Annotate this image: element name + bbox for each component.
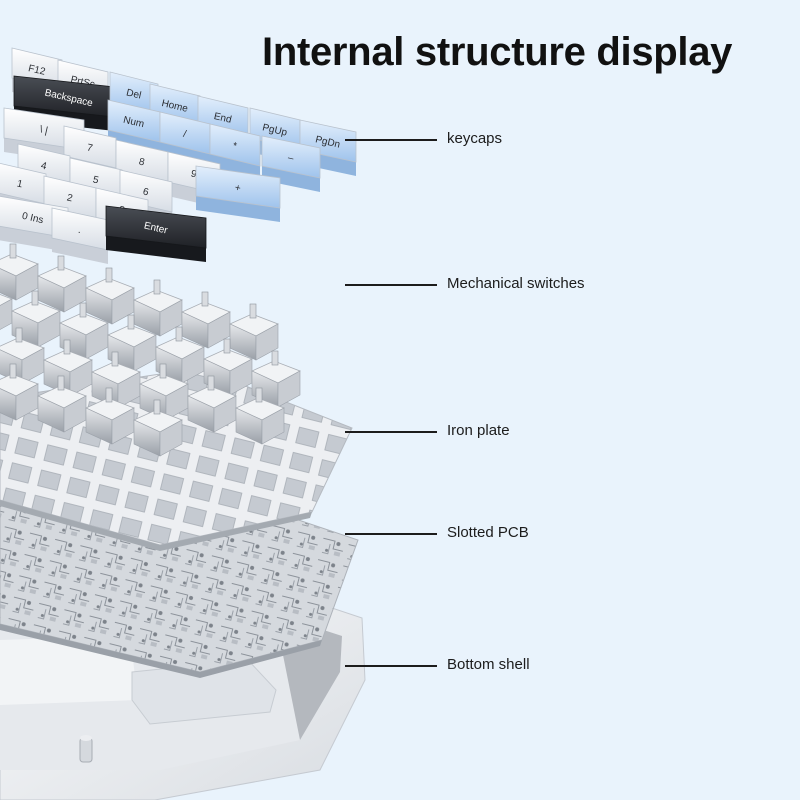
keycap-label: End xyxy=(213,111,233,126)
switch xyxy=(0,293,13,330)
switch xyxy=(187,375,237,433)
keycap-label: 5 xyxy=(92,174,100,186)
callout-line xyxy=(345,139,437,141)
keycap-zero: 0 Ins xyxy=(0,195,69,252)
keycap-label: 6 xyxy=(142,186,150,198)
callout-line xyxy=(345,431,437,433)
switch xyxy=(85,267,135,325)
switch xyxy=(11,290,61,348)
switch xyxy=(0,363,39,421)
callout-label: Slotted PCB xyxy=(447,524,529,541)
switch xyxy=(229,303,279,361)
keycap-label: – xyxy=(287,152,295,164)
switch xyxy=(133,399,183,457)
keycap-label: 0 Ins xyxy=(21,211,45,227)
keycap-label: Enter xyxy=(143,220,169,236)
keycap-label: Del xyxy=(125,87,142,101)
keycap-label: 9 xyxy=(190,168,198,180)
keycap-label: 8 xyxy=(138,156,146,168)
callout-label: Iron plate xyxy=(447,422,510,439)
callout-label: keycaps xyxy=(447,130,503,147)
switch xyxy=(59,302,109,360)
keycap-label: 7 xyxy=(86,142,94,154)
switch xyxy=(91,351,141,409)
switch xyxy=(235,387,285,445)
keycap-label: / xyxy=(182,129,187,140)
keycap-label: F12 xyxy=(27,63,47,78)
keycap-dot: . xyxy=(51,207,109,264)
keycap-label: PgDn xyxy=(314,134,341,150)
keycap-label: \ | xyxy=(38,124,48,137)
keycap-minus: – xyxy=(261,135,321,192)
callout-label: Bottom shell xyxy=(447,656,530,673)
callout-line xyxy=(345,665,437,667)
keycap-label: * xyxy=(232,141,238,153)
switch xyxy=(37,255,87,313)
switch xyxy=(85,387,135,445)
keycap-label: 4 xyxy=(40,160,48,172)
keycap-label: 2 xyxy=(66,192,74,204)
keycap-label: 1 xyxy=(16,178,24,190)
keycap-enter: Enter xyxy=(105,205,207,262)
mechanical-switches xyxy=(0,243,301,457)
switch xyxy=(181,291,231,349)
callout-line xyxy=(345,533,437,535)
switch xyxy=(133,279,183,337)
switch xyxy=(107,314,157,372)
switch xyxy=(37,375,87,433)
keycap-num: Num xyxy=(107,99,161,156)
switch xyxy=(251,350,301,408)
callout-line xyxy=(345,284,437,286)
keycap-label: Num xyxy=(122,115,145,130)
keycap-label: + xyxy=(234,182,242,194)
page-title: Internal structure display xyxy=(262,30,733,74)
callout-label: Mechanical switches xyxy=(447,275,585,292)
keycap-plus: + xyxy=(195,165,281,222)
keycap-label: . xyxy=(77,225,82,236)
